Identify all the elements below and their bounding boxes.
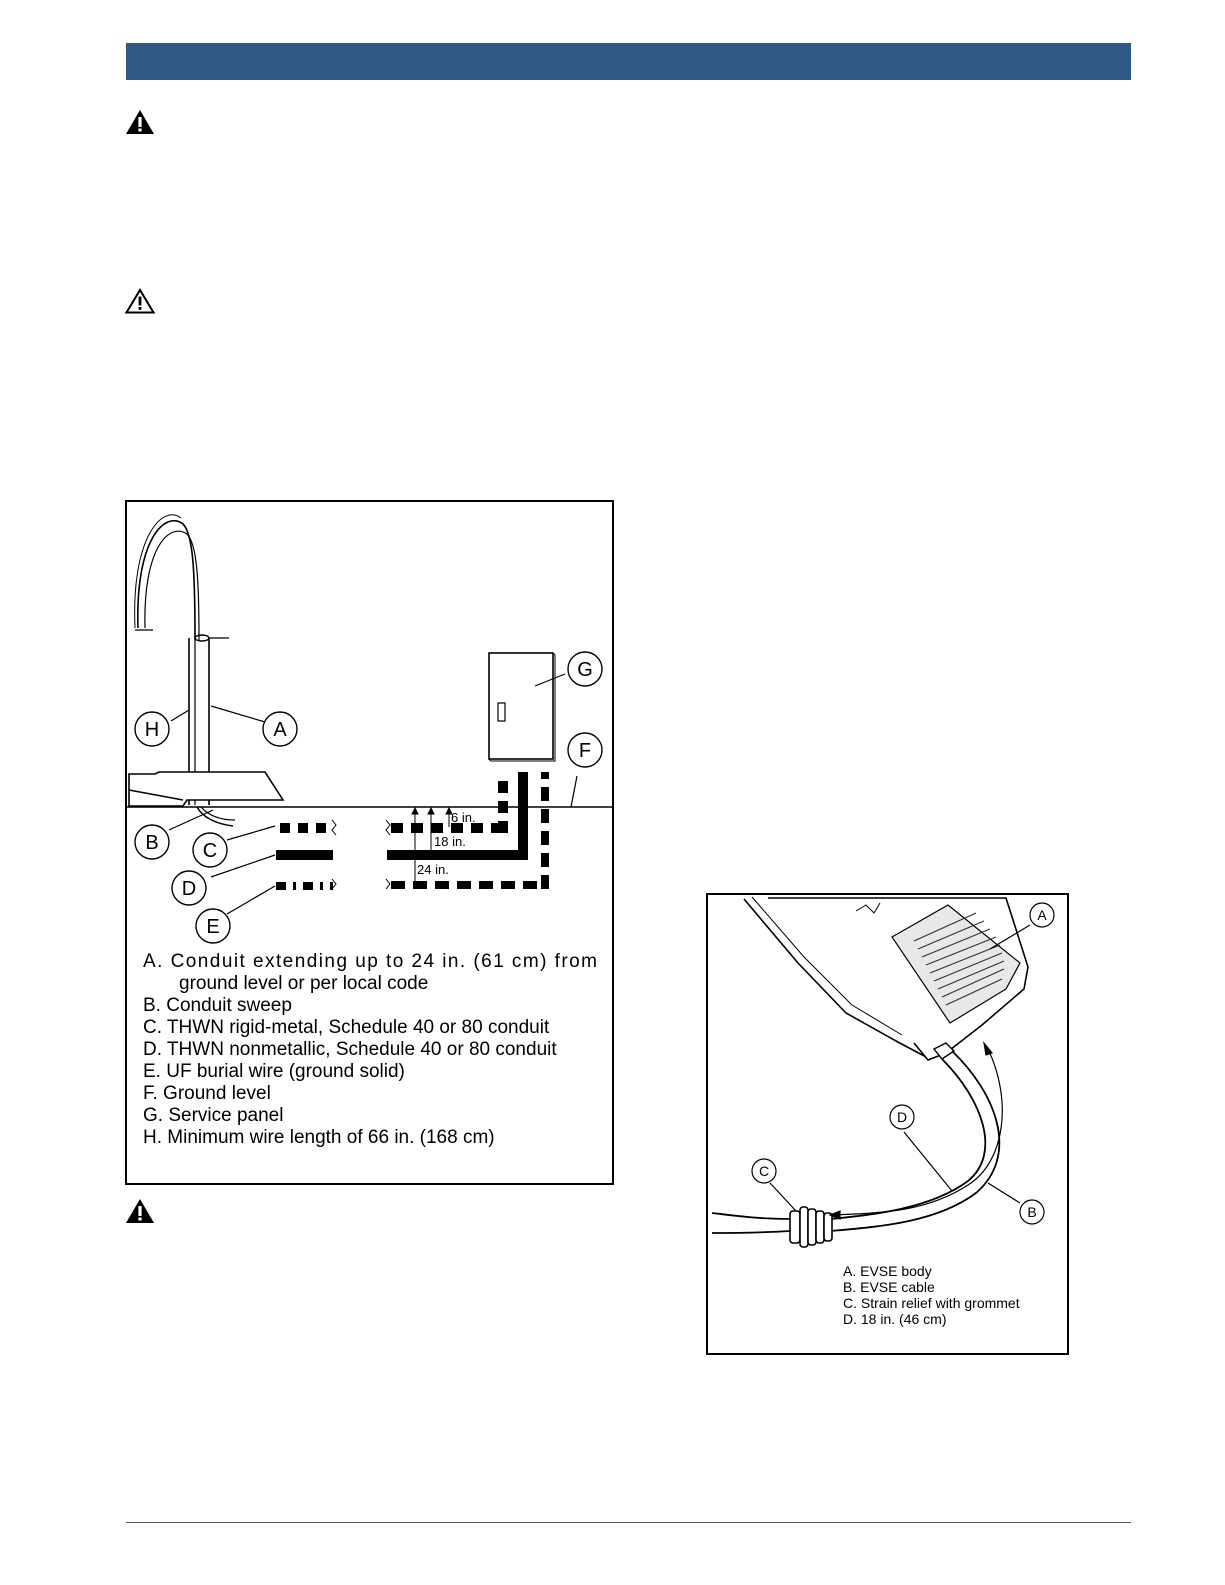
legend-d: D. 18 in. (46 cm) bbox=[843, 1311, 946, 1327]
depth-dimensions bbox=[411, 806, 453, 886]
callout-a: A bbox=[1037, 907, 1047, 923]
warning-icon bbox=[126, 110, 154, 134]
evse-body bbox=[743, 896, 1029, 1061]
legend-a-line2: ground level or per local code bbox=[179, 973, 428, 994]
legend-e: E. UF burial wire (ground solid) bbox=[143, 1061, 405, 1082]
caution-icon bbox=[125, 288, 155, 314]
legend-h: H. Minimum wire length of 66 in. (168 cm… bbox=[143, 1127, 495, 1148]
evse-cable-figure: A D C B A. EVSE body B. EVSE cable C. St… bbox=[706, 893, 1069, 1355]
evse-cable bbox=[711, 1050, 1001, 1234]
legend-f: F. Ground level bbox=[143, 1083, 271, 1104]
measurement-arrow bbox=[828, 1040, 1003, 1220]
callout-g: G bbox=[577, 659, 593, 681]
leader-lines bbox=[168, 705, 578, 915]
wire-arc bbox=[134, 514, 200, 641]
dim-24in: 24 in. bbox=[417, 862, 449, 877]
conduit-sweep bbox=[196, 806, 234, 827]
callout-c: C bbox=[759, 1163, 769, 1179]
callout-b: B bbox=[145, 832, 158, 854]
callout-c: C bbox=[203, 840, 217, 862]
legend-b: B. EVSE cable bbox=[843, 1279, 935, 1295]
conduit-installation-figure: 6 in. 18 in. 24 in. H A B C D E F G bbox=[125, 500, 614, 1185]
dim-6in: 6 in. bbox=[451, 810, 476, 825]
warning-icon bbox=[126, 1199, 154, 1223]
label-text-lines bbox=[913, 912, 1005, 1006]
legend-c: C. THWN rigid-metal, Schedule 40 or 80 c… bbox=[143, 1017, 550, 1038]
leader-lines bbox=[769, 924, 1031, 1212]
dim-18in: 18 in. bbox=[434, 834, 466, 849]
callout-b: B bbox=[1027, 1204, 1036, 1220]
legend-b: B. Conduit sweep bbox=[143, 995, 292, 1016]
callout-f: F bbox=[579, 740, 591, 762]
callout-e: E bbox=[206, 916, 219, 938]
callout-h: H bbox=[145, 719, 159, 741]
header-bar bbox=[126, 43, 1131, 80]
legend-d: D. THWN nonmetallic, Schedule 40 or 80 c… bbox=[143, 1039, 557, 1060]
strain-relief-grommet bbox=[789, 1206, 833, 1248]
figure1-legend: A. Conduit extending up to 24 in. (61 cm… bbox=[143, 951, 597, 1148]
legend-a: A. EVSE body bbox=[843, 1263, 932, 1279]
service-panel bbox=[488, 652, 566, 762]
footer-rule bbox=[126, 1522, 1131, 1523]
underground-runs-right bbox=[385, 772, 549, 890]
legend-c: C. Strain relief with grommet bbox=[843, 1295, 1020, 1311]
callout-d: D bbox=[182, 878, 196, 900]
legend-a-line1: A. Conduit extending up to 24 in. (61 cm… bbox=[143, 951, 597, 972]
figure2-legend: A. EVSE body B. EVSE cable C. Strain rel… bbox=[843, 1263, 1020, 1327]
legend-g: G. Service panel bbox=[143, 1105, 283, 1126]
concrete-pad bbox=[128, 771, 285, 807]
underground-runs-left bbox=[276, 819, 337, 890]
callout-a: A bbox=[273, 719, 287, 741]
callout-d: D bbox=[897, 1109, 907, 1125]
